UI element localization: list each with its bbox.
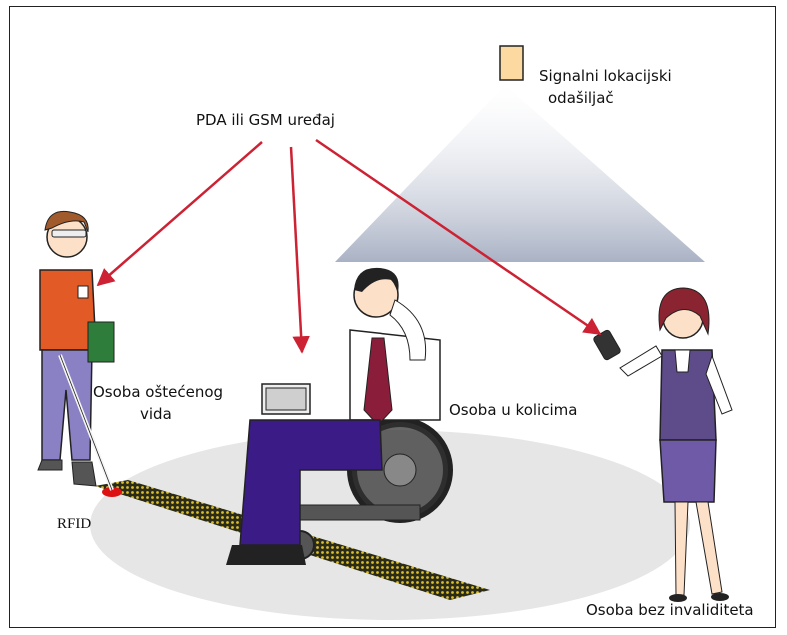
rfid-label: RFID [57, 516, 92, 532]
wheelchair-label: Osoba u kolicima [449, 401, 578, 419]
able-bodied-person-figure [593, 287, 733, 602]
arrow-to-wheelchair-user [289, 146, 310, 354]
device-label: PDA ili GSM uređaj [196, 111, 335, 129]
visually-impaired-person-figure [37, 210, 115, 491]
arrow-to-able-bodied [315, 138, 602, 336]
diagram-frame [9, 6, 776, 628]
floor-area [90, 430, 690, 620]
able-bodied-label: Osoba bez invaliditeta [586, 601, 754, 619]
visually-impaired-label: Osoba oštećenog [93, 383, 224, 401]
wheelchair-user-figure [226, 267, 453, 565]
beacon-label: Signalni lokacijski [539, 67, 672, 85]
arrow-to-visually-impaired [96, 141, 263, 287]
beacon-label-line2: odašiljač [548, 89, 614, 107]
visually-impaired-label-line2: vida [140, 405, 172, 423]
rfid-marker [102, 487, 122, 497]
signal-cone [335, 85, 705, 262]
beacon-device-icon [499, 45, 524, 81]
